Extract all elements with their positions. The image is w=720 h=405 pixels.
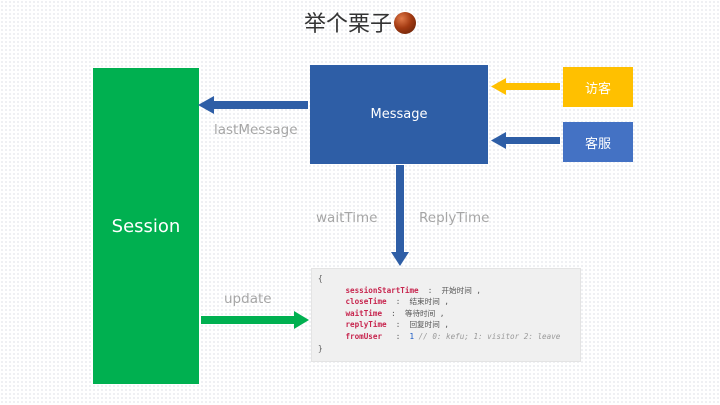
session-label: Session <box>111 215 181 237</box>
code-comment: // 0: kefu; 1: visitor 2: leave <box>418 331 561 341</box>
last-message-label: lastMessage <box>214 122 298 138</box>
code-key: replyTime <box>345 320 387 330</box>
message-label: Message <box>370 107 428 122</box>
code-line: waitTime : 等待时间 , <box>318 308 580 320</box>
code-line: sessionStartTime : 开始时间 , <box>318 285 580 297</box>
title-text: 举个栗子 <box>303 12 392 37</box>
update-arrow <box>201 311 309 329</box>
agent-label: 客服 <box>584 136 611 152</box>
code-close-brace: } <box>318 343 323 353</box>
code-separator: : <box>386 320 410 330</box>
code-separator: : <box>382 331 410 341</box>
code-value: 回复时间 <box>409 320 440 330</box>
wait-time-label: waitTime <box>316 210 378 226</box>
session-node: Session <box>93 68 199 384</box>
code-value: 开始时间 <box>441 285 472 295</box>
message-to-session-arrow <box>198 96 308 114</box>
code-separator: : <box>382 308 405 318</box>
code-line: fromUser : 1 // 0: kefu; 1: visitor 2: l… <box>318 331 580 343</box>
code-key: sessionStartTime <box>345 285 419 295</box>
chestnut-icon <box>394 12 416 34</box>
reply-time-label: ReplyTime <box>419 210 490 226</box>
code-value: 1 <box>409 331 415 341</box>
code-tail: , <box>439 297 449 307</box>
code-value: 结束时间 <box>409 297 440 307</box>
code-line: replyTime : 回复时间 , <box>318 319 580 331</box>
code-separator: : <box>418 285 442 295</box>
session-fields-code-block: { sessionStartTime : 开始时间 , closeTime : … <box>311 268 581 362</box>
code-tail: , <box>471 285 481 295</box>
code-open-brace: { <box>318 274 323 283</box>
code-tail: , <box>435 308 445 318</box>
agent-node: 客服 <box>563 122 633 162</box>
code-value: 等待时间 <box>404 308 436 318</box>
code-key: waitTime <box>345 308 383 318</box>
message-to-fields-arrow <box>391 165 409 266</box>
agent-to-message-arrow <box>491 132 560 149</box>
code-key: closeTime <box>345 297 387 307</box>
diagram-title: 举个栗子 <box>0 6 720 38</box>
message-node: Message <box>310 65 488 164</box>
visitor-label: 访客 <box>584 81 611 97</box>
code-tail: , <box>439 320 449 330</box>
code-separator: : <box>386 297 410 307</box>
code-key: fromUser <box>345 331 383 341</box>
update-label: update <box>224 291 272 307</box>
code-line: closeTime : 结束时间 , <box>318 296 580 308</box>
visitor-to-message-arrow <box>491 78 560 95</box>
visitor-node: 访客 <box>563 67 633 107</box>
